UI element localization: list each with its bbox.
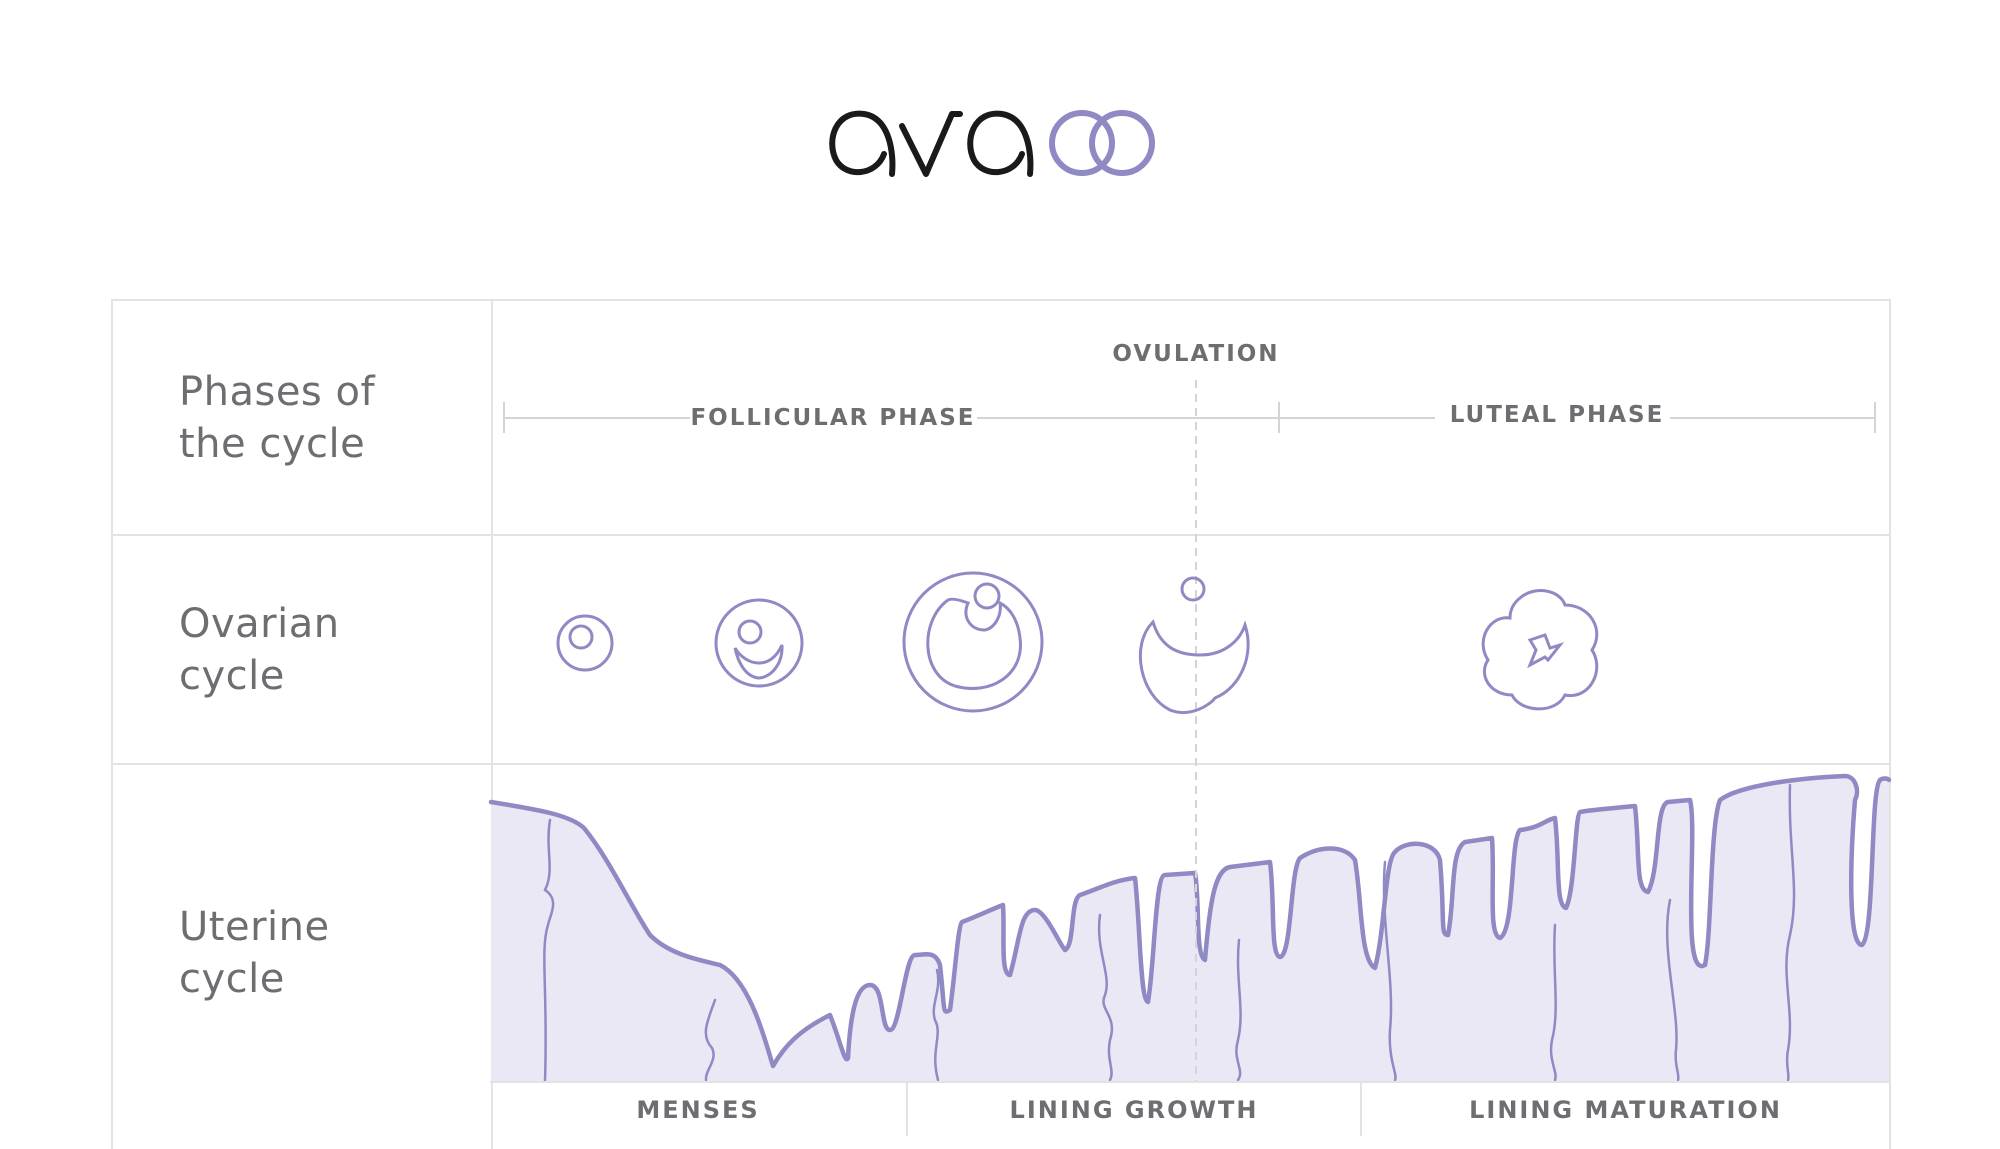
row-divider-ovarian bbox=[113, 763, 1889, 765]
uterine-stages-row: MENSES LINING GROWTH LINING MATURATION bbox=[490, 1081, 1889, 1136]
row-label-phases: Phases of the cycle bbox=[179, 369, 376, 467]
cycle-table: Phases of the cycle Ovarian cycle Uterin… bbox=[111, 299, 1891, 1149]
infinity-loop-icon bbox=[1049, 110, 1155, 176]
stage-menses: MENSES bbox=[636, 1095, 760, 1124]
row-label-ovarian: Ovarian cycle bbox=[179, 601, 340, 699]
ava-logo bbox=[829, 110, 1155, 177]
label-column-divider bbox=[491, 301, 493, 1149]
stage-lining-maturation: LINING MATURATION bbox=[1360, 1083, 1889, 1136]
row-label-uterine: Uterine cycle bbox=[179, 904, 330, 1002]
stage-lining-growth: LINING GROWTH bbox=[906, 1083, 1360, 1136]
row-divider-phases bbox=[113, 534, 1889, 536]
